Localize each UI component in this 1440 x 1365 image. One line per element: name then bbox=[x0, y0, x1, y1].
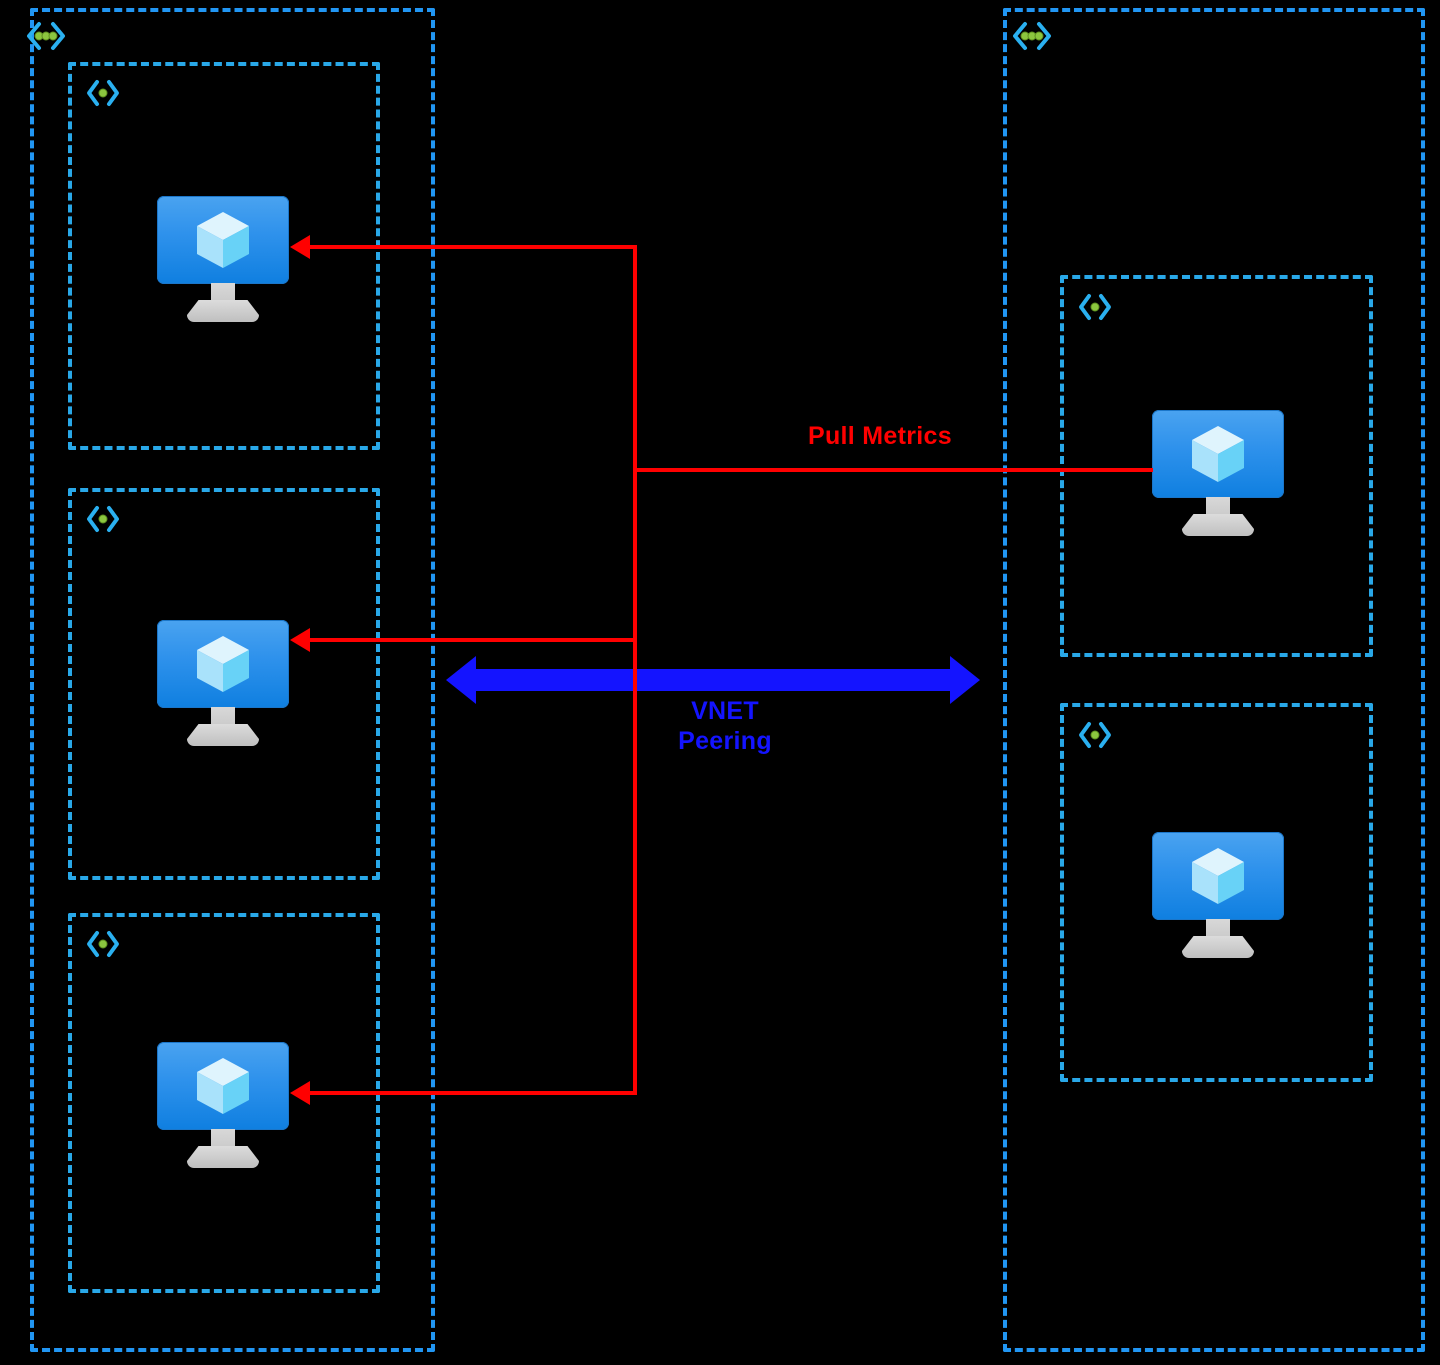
pull-metrics-branch-2 bbox=[306, 638, 637, 642]
vnet-left[interactable] bbox=[30, 8, 435, 1352]
subnet-left-1[interactable] bbox=[68, 62, 380, 450]
subnet-icon bbox=[87, 80, 119, 106]
vnet-peering-label: VNET Peering bbox=[678, 697, 772, 755]
pull-metrics-arrowhead-1 bbox=[290, 235, 310, 259]
vnet-peering-shaft bbox=[470, 669, 956, 691]
subnet-left-3[interactable] bbox=[68, 913, 380, 1293]
vm-cube-icon bbox=[197, 1058, 249, 1114]
subnet-icon bbox=[1079, 294, 1111, 320]
vnet-peering-arrowhead-right bbox=[950, 656, 980, 704]
vm-cube-icon bbox=[197, 636, 249, 692]
subnet-icon bbox=[1079, 722, 1111, 748]
pull-metrics-branch-3 bbox=[306, 1091, 637, 1095]
subnet-icon bbox=[87, 931, 119, 957]
pull-metrics-branch-1 bbox=[306, 245, 637, 249]
subnet-icon bbox=[87, 506, 119, 532]
vm-right-1[interactable] bbox=[1152, 410, 1284, 538]
vm-right-2[interactable] bbox=[1152, 832, 1284, 960]
pull-metrics-label: Pull Metrics bbox=[808, 422, 952, 450]
vnet-peering-arrowhead-left bbox=[446, 656, 476, 704]
vm-cube-icon bbox=[1192, 848, 1244, 904]
vm-cube-icon bbox=[1192, 426, 1244, 482]
vnet-right[interactable] bbox=[1003, 8, 1425, 1352]
pull-metrics-arrowhead-2 bbox=[290, 628, 310, 652]
pull-metrics-trunk bbox=[633, 247, 637, 1095]
vnet-icon bbox=[1013, 22, 1051, 50]
vm-left-2[interactable] bbox=[157, 620, 289, 748]
vm-stand-base bbox=[187, 1146, 259, 1168]
vm-stand-base bbox=[1182, 936, 1254, 958]
pull-metrics-source-segment bbox=[635, 468, 1153, 472]
subnet-left-2[interactable] bbox=[68, 488, 380, 880]
vm-stand-base bbox=[1182, 514, 1254, 536]
vm-left-3[interactable] bbox=[157, 1042, 289, 1170]
vnet-icon bbox=[27, 22, 65, 50]
vm-stand-base bbox=[187, 300, 259, 322]
subnet-right-2[interactable] bbox=[1060, 703, 1373, 1082]
subnet-right-1[interactable] bbox=[1060, 275, 1373, 657]
pull-metrics-arrowhead-3 bbox=[290, 1081, 310, 1105]
vm-stand-base bbox=[187, 724, 259, 746]
vm-left-1[interactable] bbox=[157, 196, 289, 324]
vm-cube-icon bbox=[197, 212, 249, 268]
